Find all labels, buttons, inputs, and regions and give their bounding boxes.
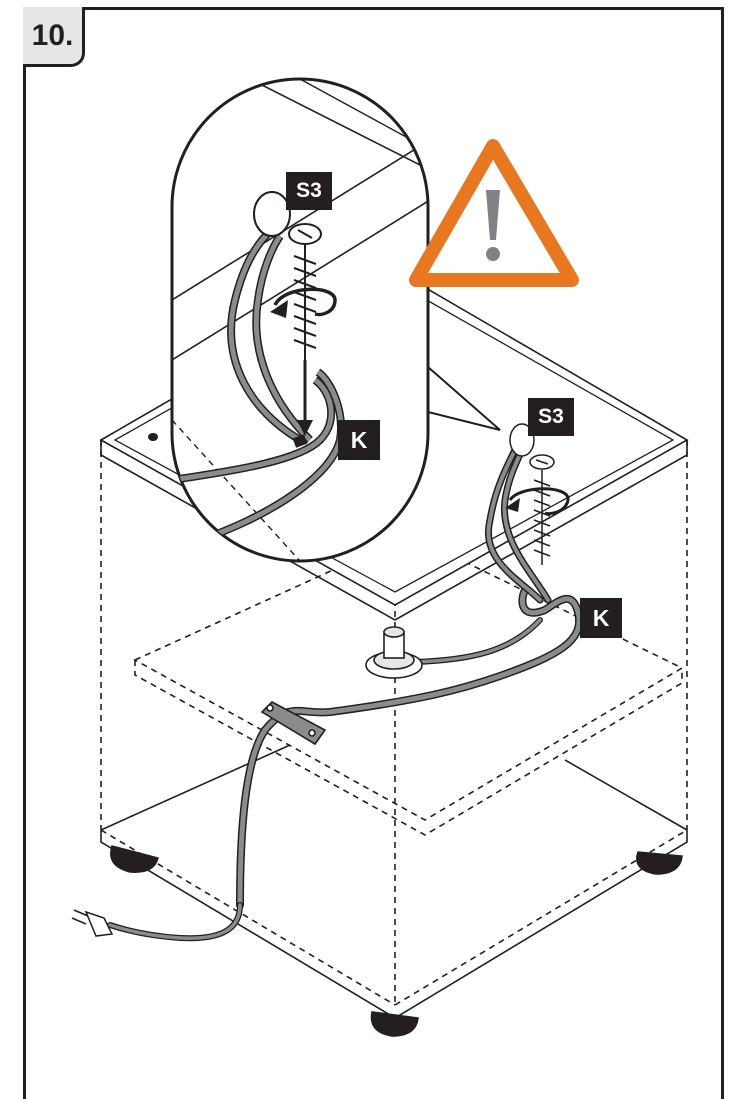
instruction-frame [23, 7, 724, 1099]
clip-label-detail: K [338, 420, 380, 460]
cable-clamp [260, 701, 327, 746]
screw-label-main: S3 [528, 398, 574, 436]
step-number: 10. [23, 7, 85, 67]
panel-hole [148, 433, 158, 441]
warning-triangle-icon [409, 139, 579, 287]
caster-feet [110, 845, 683, 1037]
screw-label-detail: S3 [286, 172, 332, 210]
screw-main [529, 454, 555, 565]
power-plug-icon [71, 909, 114, 937]
rotate-arrow-main [508, 487, 570, 516]
clip-label-main: K [580, 598, 622, 638]
rotate-arrow-detail [273, 287, 337, 317]
bottom-panel [100, 744, 688, 1019]
cable [107, 446, 584, 942]
arrow-head-main [505, 498, 520, 512]
screw-detail [288, 223, 322, 360]
lamp-holder [365, 626, 423, 679]
